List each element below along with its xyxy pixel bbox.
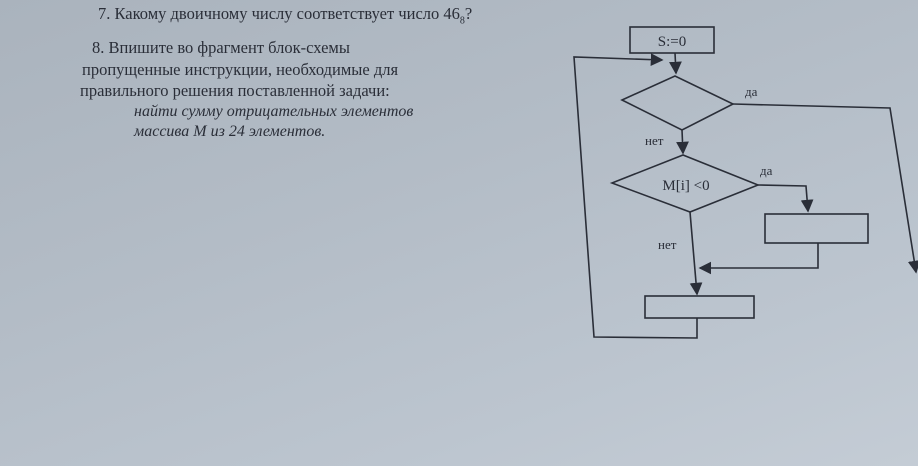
condition2-label: M[i] <0 xyxy=(662,178,709,194)
cond2-yes-label: да xyxy=(760,163,773,178)
task-line-2: массива M из 24 элементов. xyxy=(134,123,326,140)
task-line-1: найти сумму отрицательных элементов xyxy=(134,103,414,120)
question-8-line-2: пропущенные инструкции, необходимые для xyxy=(82,60,399,79)
init-block-label: S:=0 xyxy=(658,34,686,50)
empty-step-block xyxy=(644,295,755,319)
cond1-yes-label: да xyxy=(745,84,758,99)
arrow-cond2-no xyxy=(689,211,703,296)
yes-exit-line xyxy=(732,103,918,274)
arrow-cond1-no xyxy=(676,129,689,155)
arrow-cond2-yes xyxy=(757,184,814,213)
question-7: 7. Какому двоичному числу соответствует … xyxy=(98,4,473,27)
arrow-merge xyxy=(698,243,819,275)
question-8-line-1: 8. Впишите во фрагмент блок-схемы xyxy=(92,38,350,57)
cond2-no-label: нет xyxy=(658,237,677,252)
condition1-diamond xyxy=(620,75,735,131)
cond1-no-label: нет xyxy=(645,133,664,148)
init-block xyxy=(629,26,715,54)
empty-action-block xyxy=(764,213,869,244)
loop-back-line xyxy=(573,53,698,339)
arrow-init-to-cond1 xyxy=(669,52,682,75)
question-8-line-3: правильного решения поставленной задачи: xyxy=(80,81,390,100)
